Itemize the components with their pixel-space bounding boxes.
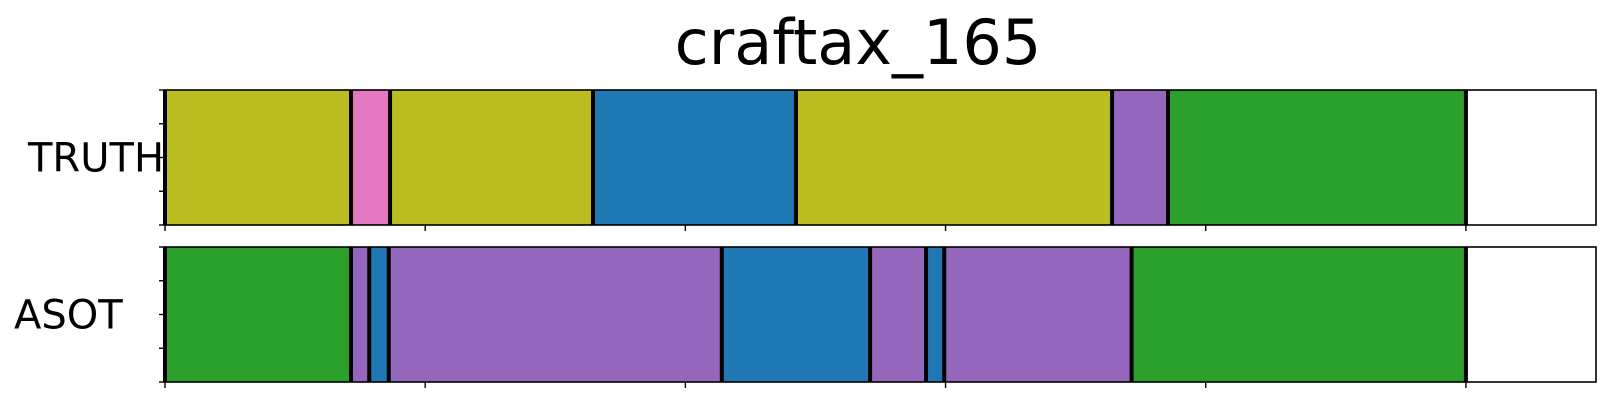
row-label: TRUTH — [27, 136, 164, 182]
row-truth: TRUTH — [27, 89, 1597, 231]
segment-8 — [1131, 247, 1466, 382]
segment-2 — [369, 247, 389, 382]
segment-4 — [721, 247, 871, 382]
segment-6 — [926, 247, 945, 382]
segment-5 — [1112, 90, 1169, 225]
row-label: ASOT — [14, 293, 123, 339]
segment-2 — [390, 90, 593, 225]
segment-7 — [944, 247, 1132, 382]
segment-0 — [165, 90, 352, 225]
segment-1 — [351, 90, 391, 225]
segment-5 — [870, 247, 927, 382]
chart-title: craftax_165 — [675, 6, 1042, 79]
chart-rows: TRUTH ASOT — [14, 89, 1597, 388]
segment-4 — [795, 90, 1113, 225]
segment-1 — [351, 247, 370, 382]
segment-0 — [165, 247, 352, 382]
segment-3 — [388, 247, 722, 382]
segment-6 — [1168, 90, 1466, 225]
segment-3 — [592, 90, 796, 225]
row-asot: ASOT — [14, 246, 1597, 388]
